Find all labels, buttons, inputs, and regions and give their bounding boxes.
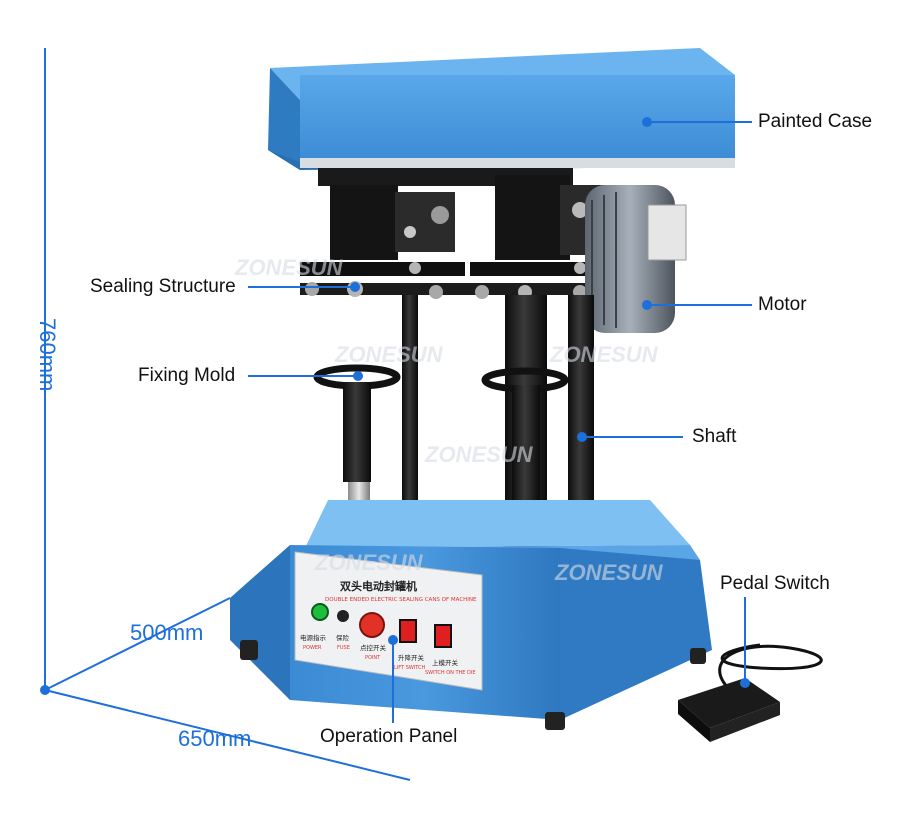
watermark-text: ZONESUN [334, 342, 444, 367]
watermark-text: ZONESUN [234, 255, 344, 280]
label-painted-case: Painted Case [758, 111, 873, 132]
dimension-width: 650mm [178, 726, 252, 751]
panel-on-en: SWITCH ON THE DIE [425, 670, 476, 676]
pedal-switch [678, 643, 823, 742]
panel-title-cn: 双头电动封罐机 [340, 579, 417, 593]
panel-point-cn: 点控开关 [360, 643, 387, 652]
panel-fuse-cn: 保险 [336, 633, 350, 642]
watermark-text: ZONESUN [424, 442, 534, 467]
watermark-text: ZONESUN [314, 550, 424, 575]
label-fixing-mold: Fixing Mold [138, 365, 236, 386]
label-motor: Motor [758, 294, 807, 315]
watermark-text: ZONESUN [549, 342, 659, 367]
panel-title-en: DOUBLE ENDED ELECTRIC SEALING CANS OF MA… [325, 597, 477, 603]
label-shaft: Shaft [692, 426, 737, 447]
watermark-text: ZONESUN [554, 560, 664, 585]
operation-panel [294, 551, 483, 691]
motor [585, 185, 687, 333]
dimension-lines [40, 48, 411, 781]
panel-lift-en: LIFT SWITCH [394, 665, 426, 671]
label-sealing-structure: Sealing Structure [90, 276, 236, 297]
panel-power-en: POWER [303, 645, 322, 651]
panel-point-en: POINT [365, 655, 381, 661]
label-pedal-switch: Pedal Switch [720, 573, 830, 594]
panel-power-cn: 电源指示 [300, 633, 327, 642]
leader-lines [248, 117, 752, 723]
watermarks: ZONESUN ZONESUN ZONESUN ZONESUN ZONESUN … [234, 255, 664, 585]
dimension-height: 760mm [35, 318, 60, 392]
label-operation-panel: Operation Panel [320, 726, 458, 747]
painted-case [268, 48, 735, 170]
dimension-depth: 500mm [130, 620, 204, 645]
panel-lift-cn: 升降开关 [398, 653, 425, 662]
panel-text: 双头电动封罐机 DOUBLE ENDED ELECTRIC SEALING CA… [300, 579, 477, 676]
panel-fuse-en: FUSE [337, 645, 350, 651]
panel-on-cn: 上模开关 [432, 658, 459, 667]
